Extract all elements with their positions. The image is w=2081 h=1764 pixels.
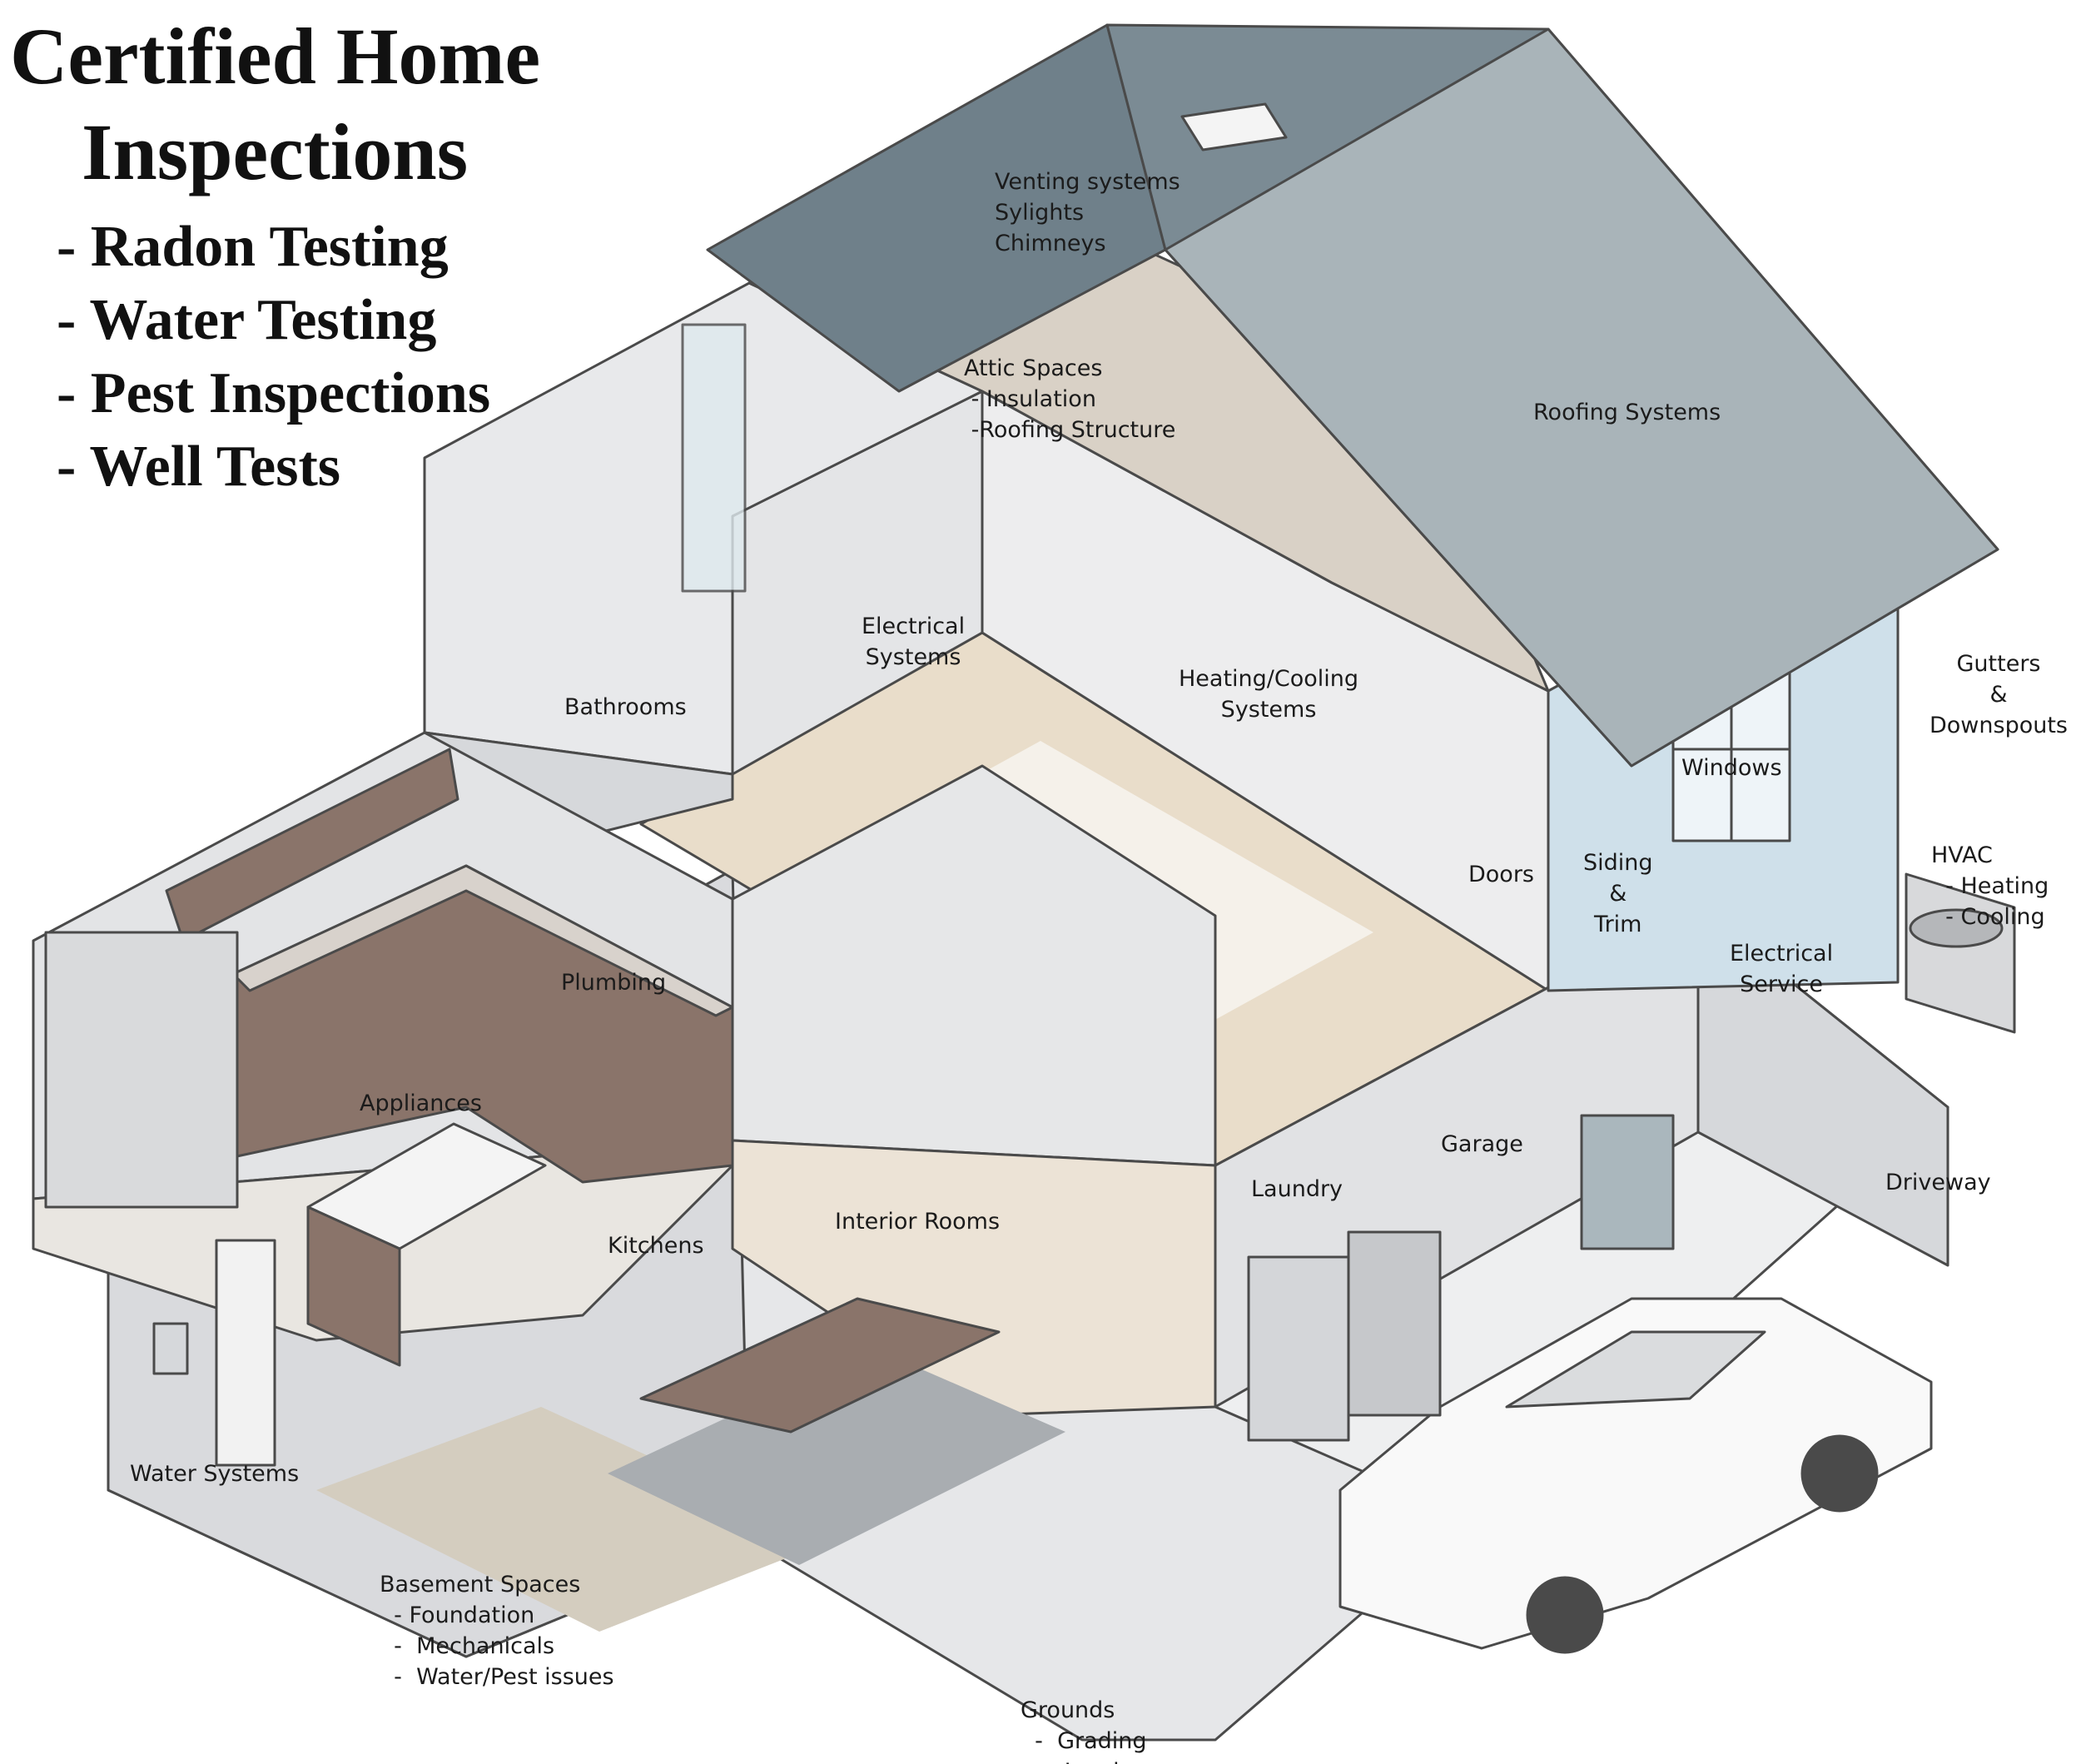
label-siding-trim: Siding&Trim — [1583, 850, 1653, 937]
car — [1338, 1297, 1933, 1650]
washer — [1247, 1255, 1350, 1442]
page-title-line2: Inspections — [82, 107, 469, 196]
island-base — [306, 1205, 401, 1367]
roof-face-light — [1164, 27, 1999, 768]
shower-glass — [681, 323, 747, 593]
label-garage: Garage — [1441, 1131, 1523, 1157]
label-interior-rooms: Interior Rooms — [835, 1209, 1001, 1235]
basement-mat — [316, 1407, 832, 1632]
page-title-line1: Certified Home — [10, 12, 541, 101]
service-pest: - Pest Inspections — [57, 361, 491, 425]
label-bathrooms: Bathrooms — [564, 694, 687, 720]
water-heater-box — [152, 1322, 189, 1375]
label-driveway: Driveway — [1885, 1170, 1991, 1195]
label-laundry: Laundry — [1251, 1176, 1343, 1202]
label-windows: Windows — [1681, 755, 1782, 781]
label-basement-spaces: Basement Spaces - Foundation - Mechanica… — [380, 1572, 614, 1690]
hvac-fan — [1909, 908, 2004, 948]
kitchen-counter — [231, 864, 734, 1017]
label-plumbing: Plumbing — [561, 970, 667, 996]
water-heater — [215, 1239, 276, 1467]
skylight — [1180, 102, 1288, 152]
car-wheel-rear — [1800, 1434, 1879, 1513]
fridge — [44, 931, 239, 1209]
dining-rug — [608, 1349, 1065, 1565]
dryer — [1347, 1230, 1442, 1417]
service-water: - Water Testing — [57, 288, 437, 352]
living-wall — [731, 764, 1217, 1167]
garage-side-wall — [1696, 906, 1949, 1267]
service-well: - Well Tests — [57, 435, 341, 499]
label-gutters-downspouts: Gutters&Downspouts — [1930, 651, 2068, 738]
label-doors: Doors — [1468, 862, 1534, 887]
label-roofing-systems: Roofing Systems — [1533, 400, 1721, 425]
trash-bin — [1580, 1114, 1675, 1250]
label-water-systems: Water Systems — [130, 1461, 300, 1487]
label-grounds: Grounds - Grading - Landscape — [1021, 1697, 1185, 1764]
service-radon: - Radon Testing — [57, 215, 449, 279]
label-kitchens: Kitchens — [608, 1233, 704, 1259]
label-hvac: HVAC - Heating - Cooling — [1931, 842, 2049, 930]
label-appliances: Appliances — [360, 1091, 482, 1116]
upper-cabinets — [165, 748, 459, 942]
dining-table — [639, 1297, 1001, 1434]
living-floor — [731, 1139, 1217, 1417]
label-attic-spaces: Attic Spaces - Insulation -Roofing Struc… — [964, 355, 1176, 443]
car-wheel-front — [1526, 1576, 1604, 1654]
car-windshield — [1505, 1330, 1766, 1409]
